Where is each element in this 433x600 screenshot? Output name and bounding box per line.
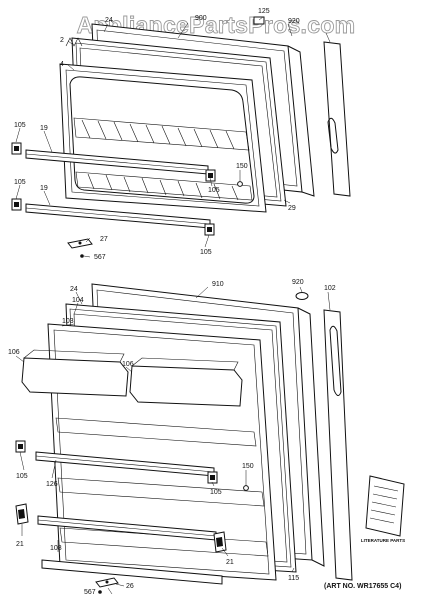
callout: 29 [288,205,296,212]
callout: 21 [16,541,24,548]
dairy-bin-left [21,357,129,397]
callout: 4 [60,61,64,68]
freezer-screw-567 [80,254,84,258]
literature-label: LITERATURE PARTS [361,538,405,543]
callout: 106 [8,349,20,356]
callout: 105 [210,489,222,496]
callout: 150 [236,163,248,170]
callout: 105 [200,249,212,256]
dairy-bin-right [129,365,243,407]
fresh-food-screw-567 [98,590,102,594]
literature-parts: LITERATURE PARTS [361,475,405,543]
callout: 2 [60,37,64,44]
callout: 150 [242,463,254,470]
callout: 102 [324,285,336,292]
callout: 567 [84,589,96,596]
callout: 104 [72,297,84,304]
freezer-handle [323,41,351,197]
callout: 920 [288,18,300,25]
callout: 910 [212,281,224,288]
callout: 900 [195,15,207,22]
art-number: (ART NO. WR17655 C4) [324,583,401,590]
callout: 19 [40,125,48,132]
callout: 27 [100,236,108,243]
callout: 105 [16,473,28,480]
callout: 126 [46,481,58,488]
callout: 106 [122,361,134,368]
fresh-food-shelf-bar-lower [41,559,223,585]
freezer-screw [237,181,243,187]
callout: 21 [226,559,234,566]
callout: 19 [40,185,48,192]
callout: 105 [14,179,26,186]
callout: 125 [258,8,270,15]
callout: 24 [70,286,78,293]
callout: 105 [208,187,220,194]
fresh-food-door-assembly: LITERATURE PARTS 910 24 920 102 104 103 … [8,279,405,596]
fresh-food-handle [323,309,353,581]
callout: 115 [288,575,299,582]
callout: 26 [126,583,134,590]
callout: 567 [94,254,106,261]
callout: 105 [14,122,26,129]
callout: 24 [105,17,113,24]
fresh-food-plug [295,292,309,300]
freezer-door-spring [65,37,83,47]
callout: 920 [292,279,304,286]
callout: 103 [62,318,74,325]
fresh-food-screw [243,485,249,491]
freezer-plug [253,16,265,25]
callout: 108 [50,545,62,552]
freezer-door-assembly: 24 900 125 920 2 4 105 19 105 19 150 105… [11,8,351,261]
